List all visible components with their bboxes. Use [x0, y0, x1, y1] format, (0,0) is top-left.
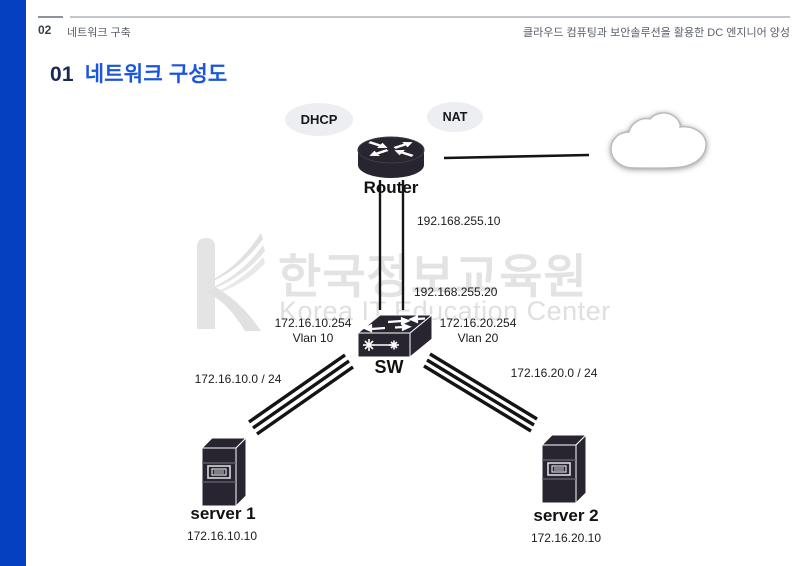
- router-uplink-ip: 192.168.255.10: [417, 214, 501, 228]
- switch-icon: [356, 313, 433, 359]
- server2-icon: [541, 434, 588, 504]
- vlan10-name: Vlan 10: [292, 330, 334, 345]
- router-icon: [357, 136, 425, 178]
- vlan10-subnet-label: 172.16.10.0 / 24: [194, 372, 282, 386]
- burst-left: [363, 339, 375, 351]
- server1-icon: [201, 437, 248, 507]
- internet-cloud-icon: [608, 111, 714, 186]
- header-rule-short: [38, 16, 63, 18]
- page-number: 02: [38, 23, 52, 37]
- server2-label: server 2: [533, 506, 599, 525]
- vlan20-gateway-ip: 172.16.20.254: [439, 316, 517, 330]
- watermark-korean: 한국정보교육원: [278, 250, 588, 303]
- router-label: Router: [363, 178, 419, 197]
- header-rule-long: [70, 16, 790, 18]
- heading-number: 01: [50, 63, 74, 86]
- server1-label: server 1: [190, 504, 256, 523]
- nat-badge: NAT: [427, 102, 483, 132]
- watermark-english: Korea IT Education Center: [279, 296, 611, 326]
- course-title: 클라우드 컴퓨팅과 보안솔루션을 활용한 DC 엔지니어 양성: [523, 27, 790, 39]
- switch-uplink-ip: 192.168.255.20: [414, 285, 498, 299]
- vlan10-gateway-label: 172.16.10.254 Vlan 10: [275, 316, 352, 345]
- section-title: 네트워크 구축: [67, 27, 131, 39]
- vlan10-gateway-ip: 172.16.10.254: [274, 316, 352, 330]
- slide-heading: 01 네트워크 구성도: [50, 58, 227, 88]
- heading-text: 네트워크 구성도: [84, 63, 228, 86]
- vlan20-gateway-label: 172.16.20.254 Vlan 20: [440, 316, 517, 345]
- switch-label: SW: [374, 357, 404, 377]
- vlan20-subnet-label: 172.16.20.0 / 24: [510, 366, 598, 380]
- dhcp-badge: DHCP: [285, 103, 353, 136]
- server2-ip: 172.16.20.10: [530, 531, 602, 545]
- kiec-logo-k-icon: [197, 233, 265, 331]
- vlan20-name: Vlan 20: [457, 330, 499, 345]
- switch-server1-trunk: [248, 353, 354, 436]
- burst-right: [389, 340, 399, 350]
- left-accent-bar: [0, 0, 26, 566]
- server1-ip: 172.16.10.10: [186, 529, 258, 543]
- router-cloud-link: [443, 153, 590, 160]
